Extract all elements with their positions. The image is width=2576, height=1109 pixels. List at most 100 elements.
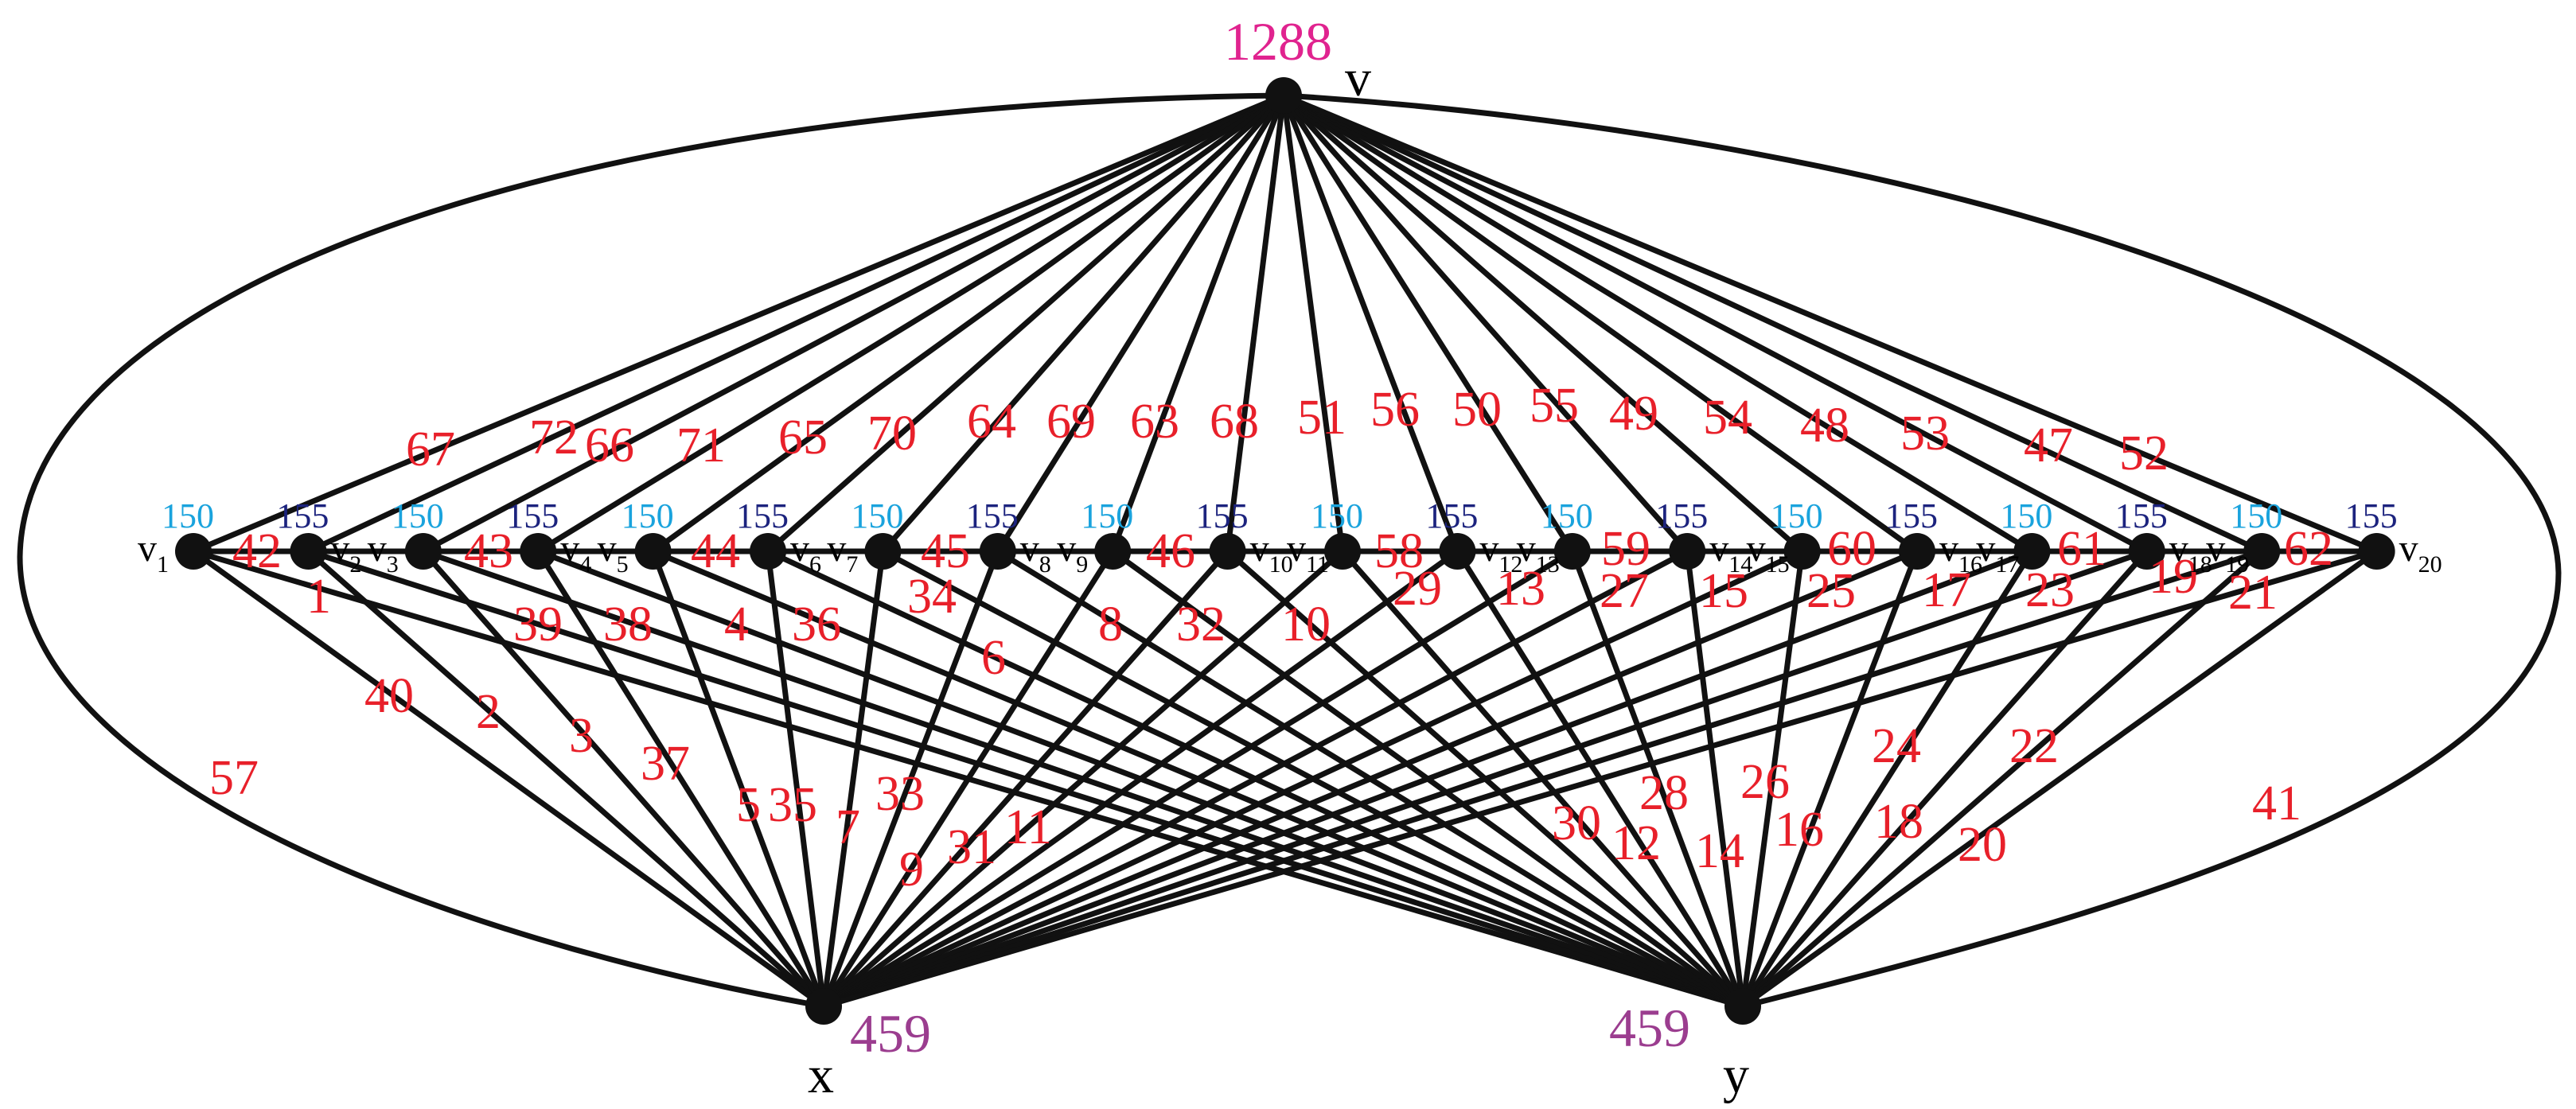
- lower-edge-label: 16: [1775, 803, 1824, 857]
- path-edge-label: 42: [232, 524, 282, 578]
- vertex-weight-label: 150: [851, 496, 903, 535]
- x-edge: [820, 548, 1116, 1010]
- hub-edge: [765, 92, 1287, 554]
- vertex-weight-label: 150: [392, 496, 444, 535]
- x-weight-label: 459: [850, 1003, 931, 1064]
- y-weight-label: 459: [1609, 998, 1690, 1058]
- path-edge-label: 61: [2057, 522, 2106, 576]
- lower-edge-label: 37: [641, 737, 690, 791]
- vertex-weight-label: 150: [2230, 496, 2282, 535]
- hub-edge-label: 55: [1530, 379, 1579, 433]
- lower-edge-label: 36: [792, 597, 841, 652]
- path-edge-label: 46: [1146, 524, 1195, 578]
- vertex-weight-label: 150: [162, 496, 214, 535]
- hub-edge: [1280, 92, 1690, 554]
- hub-edge: [305, 92, 1287, 554]
- lower-edge-label: 19: [2149, 550, 2198, 604]
- y-edge: [1740, 548, 2035, 1010]
- lower-edge-label: 33: [875, 767, 925, 821]
- x-edge: [820, 548, 1001, 1010]
- lower-edge-label: 21: [2228, 566, 2278, 620]
- vertex-weight-label: 155: [2345, 496, 2398, 535]
- lower-edge-label: 22: [2009, 719, 2059, 773]
- hub-edge: [995, 92, 1287, 554]
- path-edge-label: 59: [1601, 522, 1650, 576]
- outer-arc-label: 57: [209, 751, 259, 805]
- path-edge-label: 58: [1374, 524, 1424, 578]
- lower-edge-label: 8: [1098, 597, 1123, 652]
- outer-arc-label: 41: [2252, 776, 2301, 831]
- hub-edge-label: 67: [406, 422, 455, 477]
- lower-edge-label: 20: [1958, 818, 2007, 872]
- vertex-weight-label: 155: [1885, 496, 1938, 535]
- vertex-node-v9: [1094, 533, 1132, 570]
- lower-edge-label: 7: [836, 800, 860, 854]
- hub-edge-label: 68: [1210, 395, 1259, 449]
- y-node: [1724, 988, 1761, 1025]
- vertex-weight-label: 150: [1541, 496, 1593, 535]
- x-edge: [820, 548, 1231, 1010]
- x-edge: [420, 548, 827, 1010]
- vertex-weight-label: 150: [622, 496, 674, 535]
- lower-edge-label: 39: [513, 597, 563, 652]
- x-edge: [820, 548, 1806, 1010]
- hub-edge: [1280, 92, 1460, 554]
- lower-edge-label: 35: [768, 778, 817, 832]
- hub-name: v: [1345, 49, 1371, 107]
- hub-edge-label: 49: [1609, 387, 1658, 441]
- y-edge: [1740, 548, 1806, 1010]
- hub-edge: [650, 92, 1287, 554]
- vertex-node-v7: [864, 533, 902, 570]
- lower-edge-label: 13: [1496, 562, 1545, 616]
- hub-edge: [190, 92, 1287, 554]
- lower-edge-label: 10: [1281, 597, 1331, 652]
- vertex-node-v15: [1783, 533, 1821, 570]
- lower-edge-label: 31: [947, 820, 996, 874]
- vertex-weight-label: 150: [2000, 496, 2052, 535]
- vertex-node-v17: [2013, 533, 2051, 570]
- hub-edge-label: 52: [2119, 426, 2169, 481]
- x-edge: [820, 548, 1576, 1010]
- x-edge: [820, 548, 2035, 1010]
- vertex-node-v3: [404, 533, 442, 570]
- lower-edge-label: 26: [1740, 755, 1790, 809]
- vertex-node-v6: [750, 533, 786, 570]
- hub-node: [1265, 77, 1302, 114]
- vertex-weight-label: 150: [1311, 496, 1363, 535]
- vertex-node-v11: [1324, 533, 1361, 570]
- vertex-weight-label: 155: [2115, 496, 2168, 535]
- hub-edge: [1280, 92, 1346, 554]
- x-edge: [820, 548, 1346, 1010]
- hub-edge: [879, 92, 1287, 554]
- vertex-node-v12: [1439, 533, 1476, 570]
- hub-edge-label: 69: [1046, 395, 1096, 449]
- hub-edge-label: 63: [1130, 395, 1179, 449]
- x-edge: [820, 548, 2265, 1010]
- hub-edge: [1280, 92, 1806, 554]
- y-edge: [1740, 548, 1920, 1010]
- lower-edge-label: 38: [603, 597, 653, 652]
- path-edge-label: 62: [2284, 522, 2333, 576]
- vertex-node-v1: [175, 533, 212, 570]
- y-edge: [1684, 548, 1746, 1010]
- vertex-node-v5: [634, 533, 672, 570]
- vertex-weight-label: 155: [276, 496, 329, 535]
- path-edge-label: 45: [921, 524, 970, 578]
- hub-edge: [1280, 92, 2150, 554]
- hub-weight-label: 1288: [1224, 11, 1332, 72]
- x-edge: [820, 548, 886, 1010]
- hub-edge: [535, 92, 1287, 554]
- lower-edge-label: 32: [1176, 597, 1226, 652]
- y-name: y: [1723, 1046, 1749, 1104]
- x-name: x: [808, 1046, 834, 1104]
- y-edge: [1740, 548, 2265, 1010]
- labels: 1288 v 459 x 459 y 67 72 66 71 65 70 64 …: [138, 11, 2442, 1104]
- hub-edge: [1280, 92, 1920, 554]
- lower-edge-label: 6: [981, 631, 1006, 685]
- path-edge-label: 43: [464, 524, 513, 578]
- vertex-node-v13: [1553, 533, 1591, 570]
- lower-edge-label: 40: [364, 669, 414, 723]
- path-edge-label: 44: [691, 524, 740, 578]
- x-node: [805, 988, 842, 1025]
- hub-edge: [420, 92, 1287, 554]
